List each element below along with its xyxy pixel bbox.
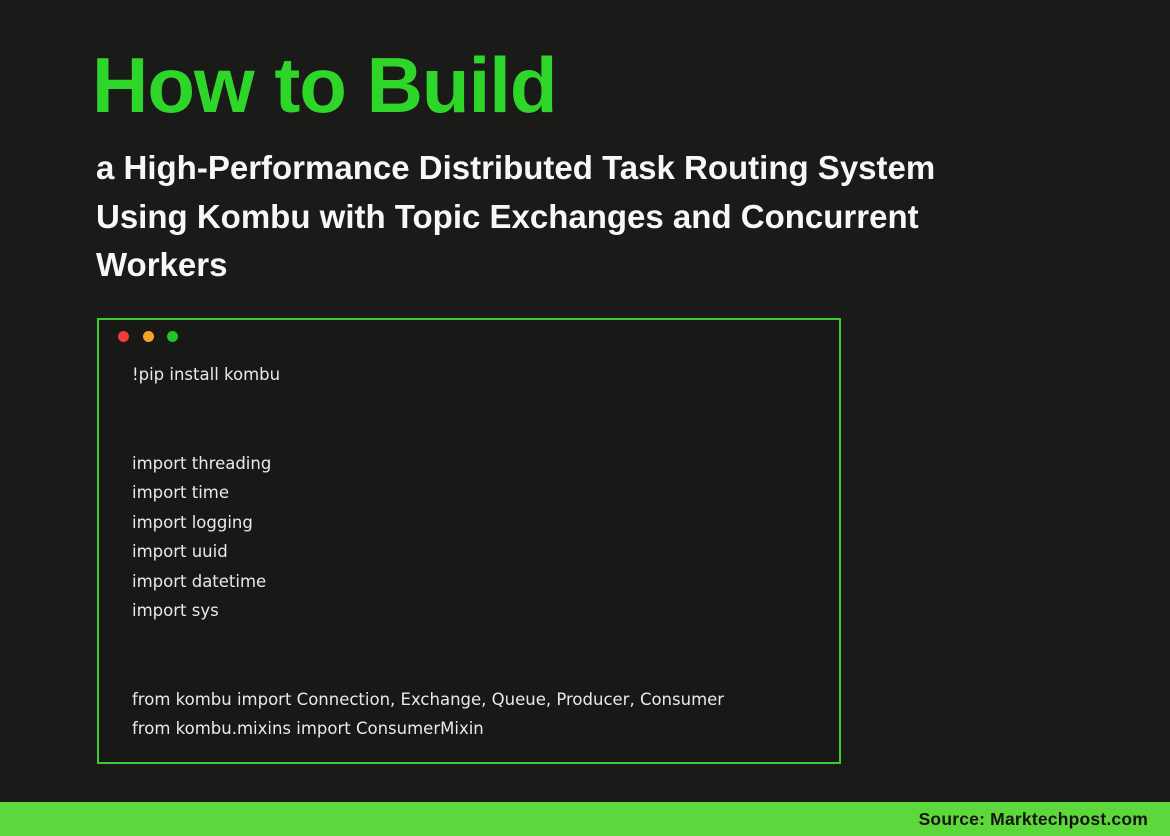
code-line: import time	[132, 483, 230, 502]
page-subtitle: a High-Performance Distributed Task Rout…	[96, 144, 935, 290]
code-line	[132, 390, 825, 420]
close-window-icon[interactable]	[118, 331, 129, 342]
code-line: import uuid	[132, 542, 228, 561]
code-line	[132, 419, 825, 449]
code-line: import sys	[132, 601, 219, 620]
terminal-code-area: !pip install kombu import threading impo…	[99, 360, 839, 744]
subtitle-line-1: a High-Performance Distributed Task Rout…	[96, 149, 936, 186]
code-line: from kombu import Connection, Exchange, …	[132, 689, 725, 709]
page-title: How to Build	[92, 41, 558, 129]
zoom-window-icon[interactable]	[167, 331, 178, 342]
subtitle-line-2: Using Kombu with Topic Exchanges and Con…	[96, 197, 919, 235]
code-line: import logging	[132, 512, 253, 532]
code-line: !pip install kombu	[132, 365, 281, 384]
code-line: from kombu.mixins import ConsumerMixin	[132, 719, 484, 738]
code-line: import threading	[132, 453, 272, 473]
source-footer-bar: Source: Marktechpost.com	[0, 802, 1170, 836]
code-line	[132, 655, 825, 685]
source-attribution: Source: Marktechpost.com	[918, 808, 1148, 829]
terminal-titlebar	[99, 320, 839, 342]
subtitle-line-3: Workers	[96, 246, 228, 283]
minimize-window-icon[interactable]	[142, 331, 154, 342]
code-line	[132, 626, 825, 656]
terminal-window: !pip install kombu import threading impo…	[97, 318, 841, 764]
code-line: import datetime	[132, 571, 267, 591]
